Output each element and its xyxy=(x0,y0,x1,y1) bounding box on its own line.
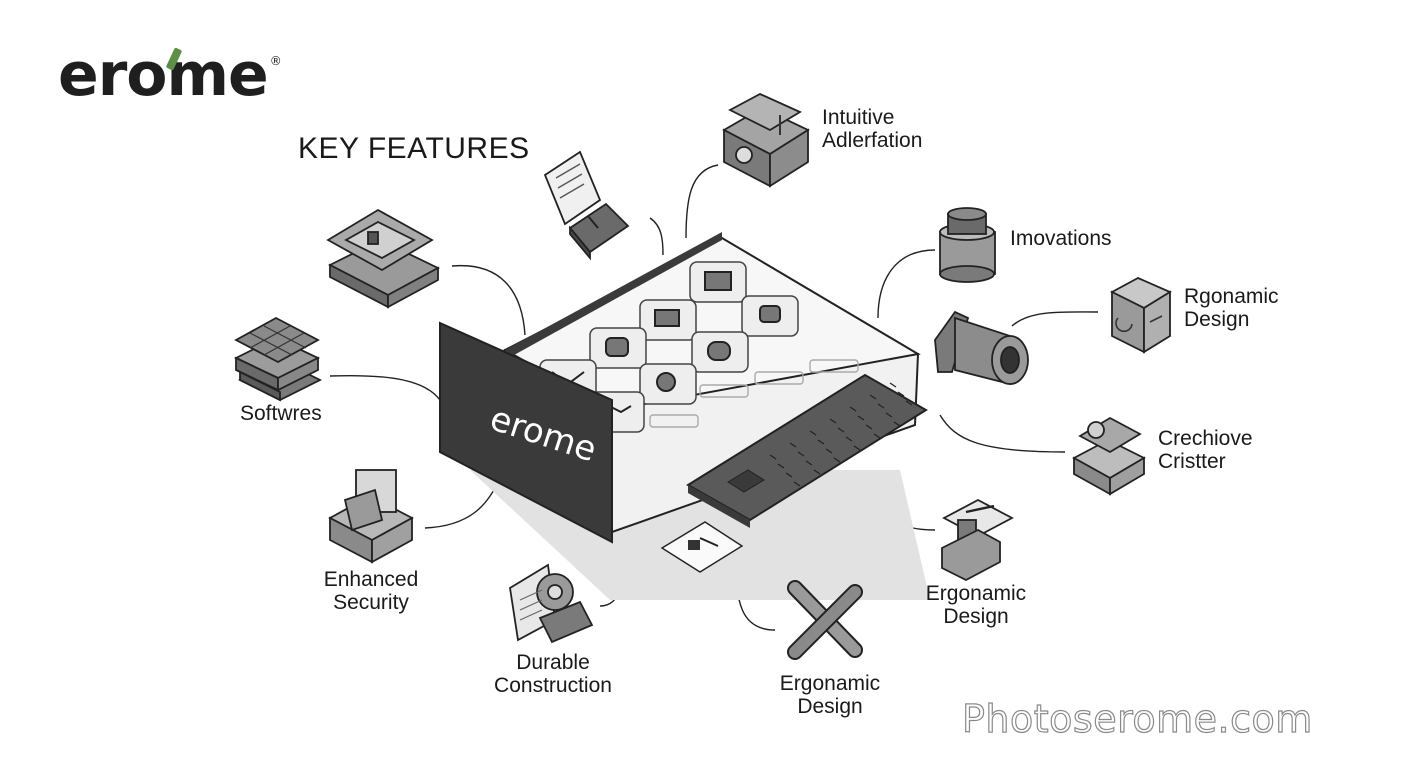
camera-lens-icon xyxy=(934,310,1029,386)
keyboard-pad xyxy=(727,469,765,493)
feature-label-softwres: Softwres xyxy=(240,402,322,425)
app-tile-glyphs xyxy=(551,271,781,414)
laptop-device: erome xyxy=(439,232,921,544)
keyboard xyxy=(686,373,928,528)
gear-block-icon xyxy=(722,92,810,188)
cube-stack-icon xyxy=(1110,276,1172,354)
feature-label-ergonamic-right: Ergonamic Design xyxy=(925,582,1027,628)
keyboard-front xyxy=(688,485,750,528)
puzzle-block-icon xyxy=(1072,416,1146,496)
device-front-panel xyxy=(439,321,613,544)
feature-label-ergonamic-bottom: Ergonamic Design xyxy=(779,672,881,718)
small-card xyxy=(660,521,744,573)
keyboard-keys xyxy=(769,382,913,487)
feature-label-crechiove: Crechiove Cristter xyxy=(1158,427,1253,473)
feature-label-imovations: Imovations xyxy=(1010,227,1112,250)
cylinder-cap-icon xyxy=(939,207,996,283)
feature-label-rgonamic: Rgonamic Design xyxy=(1184,285,1279,331)
feature-label-durable: Durable Construction xyxy=(494,651,612,697)
gear-document-icon xyxy=(509,563,594,644)
feature-label-security: Enhanced Security xyxy=(323,568,419,614)
brand-logo: erome® xyxy=(58,40,282,110)
device-top-edge xyxy=(505,232,722,360)
box-frame-icon xyxy=(328,469,414,564)
brand-logo-text: erome xyxy=(58,40,269,110)
screen-bars xyxy=(649,359,859,428)
feature-label-intuitive: Intuitive Adlerfation xyxy=(822,106,923,152)
pen-stand-icon xyxy=(941,498,1014,582)
grid-stack-icon xyxy=(233,316,323,402)
section-title: KEY FEATURES xyxy=(298,132,530,165)
layer-stack-icon xyxy=(326,208,440,309)
watermark: Photoserome.com xyxy=(961,696,1313,741)
crossed-tools-icon xyxy=(787,580,863,660)
document-mouse-icon xyxy=(543,150,630,261)
registered-mark: ® xyxy=(269,54,282,68)
